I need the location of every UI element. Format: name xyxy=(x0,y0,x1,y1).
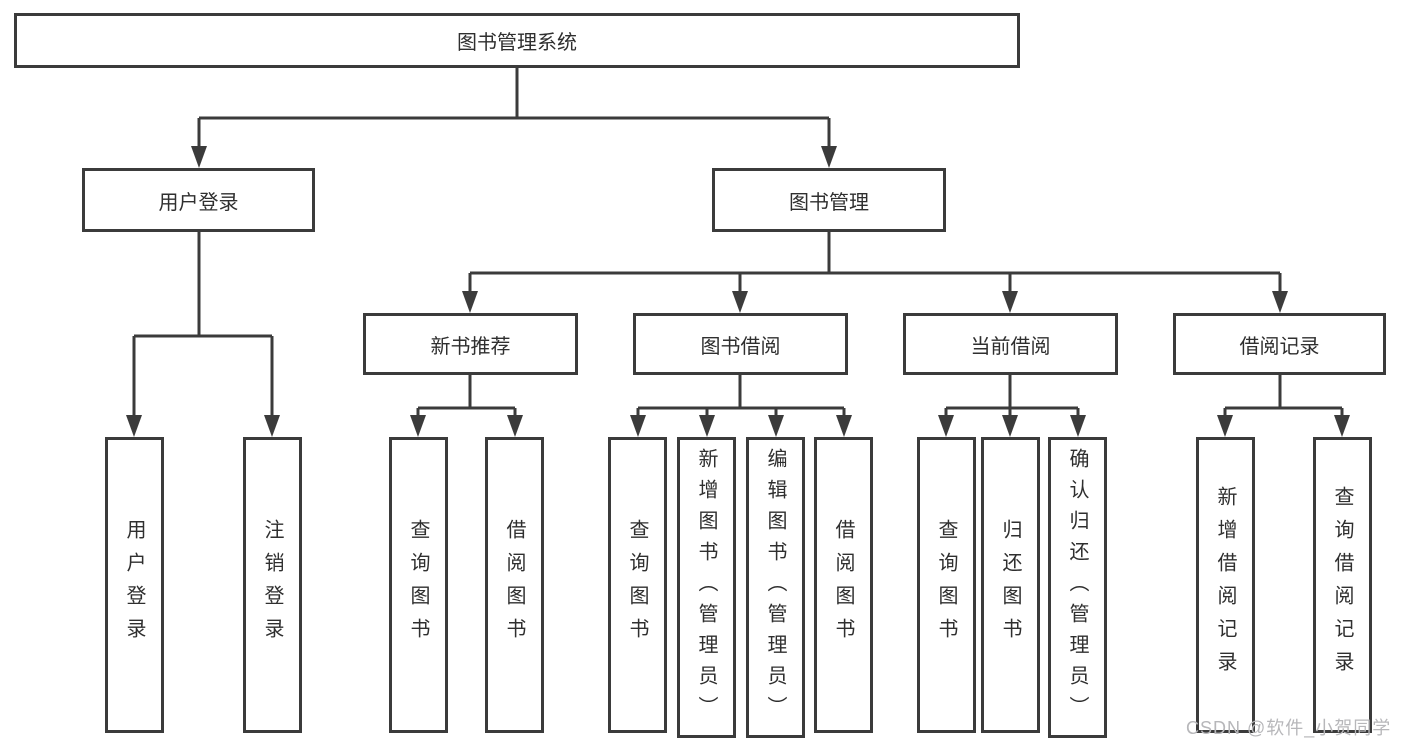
node-label: 查询图书 xyxy=(407,519,429,651)
leaf-logout: 注销登录 xyxy=(243,437,302,733)
node-current-borrowing: 当前借阅 xyxy=(903,313,1118,375)
leaf-borrowing-edit-books-admin: 编辑图书（管理员） xyxy=(746,437,805,738)
node-label: 当前借阅 xyxy=(970,335,1051,358)
node-label: 用户登录 xyxy=(123,519,145,651)
node-label: 新书推荐 xyxy=(430,335,511,358)
node-label: 图书管理系统 xyxy=(457,32,577,54)
node-label: 图书借阅 xyxy=(700,335,781,358)
node-label: 借阅图书 xyxy=(832,519,854,651)
node-user-login: 用户登录 xyxy=(82,168,315,232)
node-label: 用户登录 xyxy=(158,191,239,214)
node-label: 确认归还（管理员） xyxy=(1066,448,1088,727)
node-label: 编辑图书（管理员） xyxy=(764,448,786,727)
node-book-management: 图书管理 xyxy=(712,168,946,232)
node-label: 图书管理 xyxy=(789,191,869,214)
node-book-borrowing: 图书借阅 xyxy=(633,313,848,375)
node-root: 图书管理系统 xyxy=(14,13,1020,68)
leaf-current-confirm-return-admin: 确认归还（管理员） xyxy=(1048,437,1107,738)
leaf-current-query-books: 查询图书 xyxy=(917,437,976,733)
node-label: 查询图书 xyxy=(935,519,957,651)
node-label: 借阅图书 xyxy=(503,519,525,651)
node-label: 归还图书 xyxy=(999,519,1021,651)
node-borrow-records: 借阅记录 xyxy=(1173,313,1386,375)
node-label: 注销登录 xyxy=(261,519,283,651)
leaf-user-login: 用户登录 xyxy=(105,437,164,733)
leaf-newbook-query-books: 查询图书 xyxy=(389,437,448,733)
node-label: 新增借阅记录 xyxy=(1214,486,1236,684)
leaf-borrowing-add-books-admin: 新增图书（管理员） xyxy=(677,437,736,738)
node-label: 借阅记录 xyxy=(1239,335,1320,358)
leaf-borrowing-query-books: 查询图书 xyxy=(608,437,667,733)
leaf-newbook-borrow-books: 借阅图书 xyxy=(485,437,544,733)
leaf-records-query-record: 查询借阅记录 xyxy=(1313,437,1372,733)
node-label: 查询借阅记录 xyxy=(1331,486,1353,684)
watermark: CSDN @软件_小贺同学 xyxy=(1186,718,1392,738)
leaf-borrowing-borrow-books: 借阅图书 xyxy=(814,437,873,733)
node-new-book-recommend: 新书推荐 xyxy=(363,313,578,375)
leaf-current-return-books: 归还图书 xyxy=(981,437,1040,733)
leaf-records-add-record: 新增借阅记录 xyxy=(1196,437,1255,733)
node-label: 查询图书 xyxy=(626,519,648,651)
node-label: 新增图书（管理员） xyxy=(695,448,717,727)
